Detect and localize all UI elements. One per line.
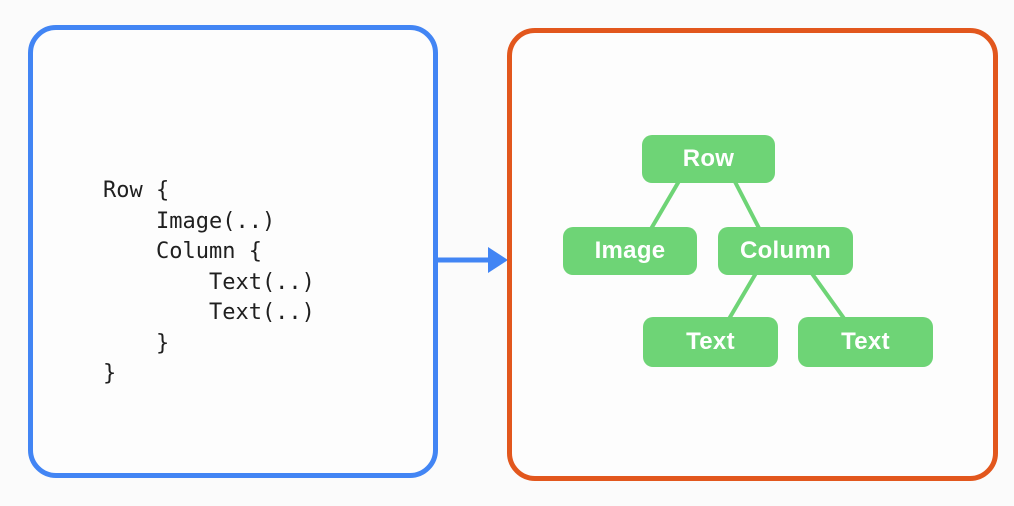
tree-node-text-2: Text	[798, 317, 933, 367]
code-line: Image(..)	[103, 208, 276, 234]
tree-node-label: Text	[841, 328, 890, 355]
tree-panel: Row Image Column Text Text	[507, 28, 998, 481]
code-line: Text(..)	[103, 300, 315, 325]
tree-node-label: Row	[682, 145, 735, 172]
tree-node-text-1: Text	[643, 317, 778, 367]
tree-edges	[646, 174, 850, 326]
tree-node-label: Image	[594, 237, 666, 264]
tree-node-row: Row	[642, 135, 775, 183]
arrow-right-icon	[438, 247, 508, 273]
tree-node-label: Column	[739, 237, 832, 264]
code-line: }	[103, 361, 117, 386]
tree-node-column: Column	[718, 227, 853, 275]
edge-column-text1	[724, 266, 761, 326]
edge-row-column	[730, 174, 764, 236]
tree-node-label: Text	[686, 328, 735, 355]
code-block: Row { Image(..) Column { Text(..) Text(.…	[103, 176, 315, 390]
edge-row-image	[646, 174, 684, 236]
code-line: Text(..)	[103, 269, 315, 295]
code-line: Column {	[103, 239, 262, 264]
code-line: }	[103, 330, 170, 356]
code-panel: Row { Image(..) Column { Text(..) Text(.…	[28, 25, 438, 478]
tree-node-image: Image	[563, 227, 697, 275]
edge-column-text2	[806, 266, 850, 326]
code-line: Row {	[103, 178, 170, 203]
